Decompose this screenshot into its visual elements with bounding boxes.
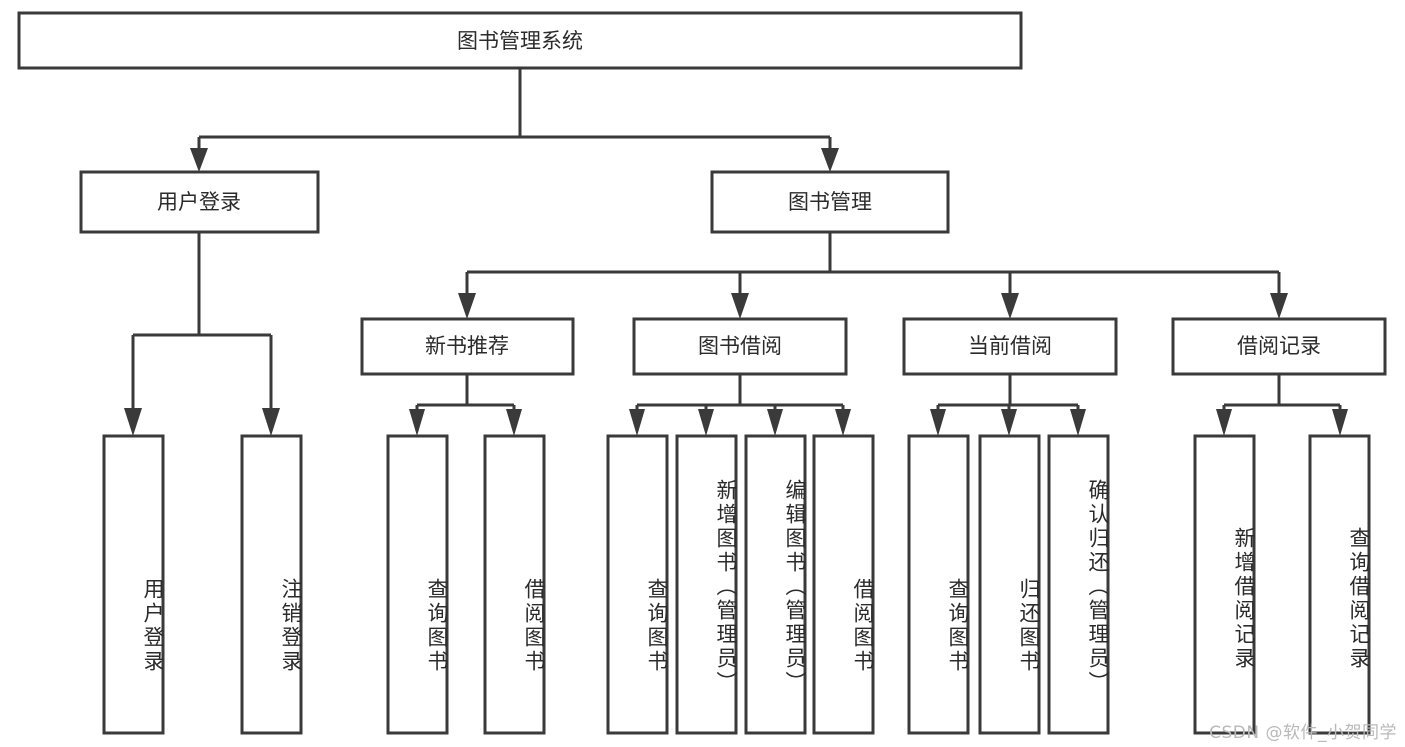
leaf-label-wrap-edit-book: 编辑图书（管理员） xyxy=(746,436,807,733)
leaf-label-wrap-query-borrow-record: 查询借阅记录 xyxy=(1310,436,1371,733)
node-box-leaf-logout-login[interactable] xyxy=(240,434,303,735)
arrow-head-icon-current-borrow xyxy=(1001,293,1019,319)
arrow-head-icon-leaf-user-login xyxy=(124,408,142,436)
node-box-borrow-record[interactable] xyxy=(1171,317,1387,376)
arrow-head-icon-leaf-query-borrow-record xyxy=(1332,409,1348,436)
node-label-leaf-add-book: 新增图书（管理员） xyxy=(714,478,738,695)
node-label-current-borrow: 当前借阅 xyxy=(968,334,1052,358)
node-box-leaf-return-book[interactable] xyxy=(978,434,1041,735)
node-label-leaf-borrow-book-1: 借阅图书 xyxy=(522,578,546,674)
arrow-head-icon-leaf-query-book-1 xyxy=(409,409,425,436)
node-box-leaf-edit-book[interactable] xyxy=(744,434,807,735)
node-label-system-root: 图书管理系统 xyxy=(457,29,583,53)
node-box-book-management[interactable] xyxy=(710,170,950,234)
leaf-label-wrap-add-book: 新增图书（管理员） xyxy=(677,436,738,733)
node-box-user-login[interactable] xyxy=(79,170,320,234)
leaf-label-wrap-add-borrow-record: 新增借阅记录 xyxy=(1195,436,1256,733)
node-box-leaf-query-book-3[interactable] xyxy=(907,434,970,735)
node-label-leaf-return-book: 归还图书 xyxy=(1017,578,1041,674)
arrow-head-icon-user-login xyxy=(190,148,208,172)
node-label-leaf-query-book-2: 查询图书 xyxy=(645,578,669,674)
arrow-head-icon-leaf-query-book-2 xyxy=(629,409,645,436)
arrow-head-icon-leaf-edit-book xyxy=(767,409,783,436)
node-box-leaf-query-book-1[interactable] xyxy=(386,434,449,735)
node-label-leaf-edit-book: 编辑图书（管理员） xyxy=(783,478,807,695)
arrow-head-icon-leaf-confirm-return xyxy=(1070,409,1086,436)
leaf-label-wrap-borrow-book-2: 借阅图书 xyxy=(814,436,875,733)
node-label-leaf-query-book-3: 查询图书 xyxy=(946,578,970,674)
node-box-current-borrow[interactable] xyxy=(902,317,1118,376)
node-box-leaf-user-login[interactable] xyxy=(102,434,165,735)
node-label-user-login: 用户登录 xyxy=(157,190,241,214)
arrow-head-icon-leaf-logout-login xyxy=(262,408,280,436)
leaf-label-wrap-user-login: 用户登录 xyxy=(104,436,165,733)
leaf-label-wrap-return-book: 归还图书 xyxy=(980,436,1041,733)
leaf-label-wrap-query-book-3: 查询图书 xyxy=(909,436,970,733)
leaf-label-wrap-query-book-2: 查询图书 xyxy=(608,436,669,733)
node-label-borrow-record: 借阅记录 xyxy=(1237,334,1321,358)
node-label-new-book-recommend: 新书推荐 xyxy=(425,334,509,358)
leaf-label-wrap-query-book-1: 查询图书 xyxy=(388,436,449,733)
leaf-label-wrap-logout-login: 注销登录 xyxy=(242,436,303,733)
node-label-leaf-user-login: 用户登录 xyxy=(141,578,165,674)
node-label-leaf-query-book-1: 查询图书 xyxy=(425,578,449,674)
node-label-book-borrow: 图书借阅 xyxy=(698,334,782,358)
node-label-book-management: 图书管理 xyxy=(788,190,872,214)
arrow-head-icon-borrow-record xyxy=(1270,293,1288,319)
arrow-head-icon-leaf-add-borrow-record xyxy=(1216,409,1232,436)
watermark-text: CSDN @软件_小贺同学 xyxy=(1209,723,1397,743)
node-box-leaf-query-borrow-record[interactable] xyxy=(1308,434,1371,735)
arrow-head-icon-leaf-add-book xyxy=(698,409,714,436)
arrow-head-icon-leaf-borrow-book-1 xyxy=(506,409,522,436)
arrow-head-icon-leaf-return-book xyxy=(1001,409,1017,436)
node-label-leaf-borrow-book-2: 借阅图书 xyxy=(851,578,875,674)
arrow-head-icon-leaf-query-book-3 xyxy=(930,409,946,436)
node-label-leaf-confirm-return: 确认归还（管理员） xyxy=(1086,478,1110,695)
node-box-system-root[interactable] xyxy=(17,11,1023,70)
node-label-leaf-logout-login: 注销登录 xyxy=(279,578,303,674)
node-label-leaf-query-borrow-record: 查询借阅记录 xyxy=(1347,526,1371,671)
node-label-leaf-add-borrow-record: 新增借阅记录 xyxy=(1232,526,1256,671)
node-box-book-borrow[interactable] xyxy=(632,317,848,376)
node-box-leaf-borrow-book-1[interactable] xyxy=(483,434,546,735)
node-box-leaf-confirm-return[interactable] xyxy=(1047,434,1110,735)
node-box-leaf-borrow-book-2[interactable] xyxy=(812,434,875,735)
node-box-new-book-recommend[interactable] xyxy=(360,317,575,376)
node-box-leaf-add-borrow-record[interactable] xyxy=(1193,434,1256,735)
leaf-label-wrap-borrow-book-1: 借阅图书 xyxy=(485,436,546,733)
arrow-head-icon-book-borrow xyxy=(731,293,749,319)
arrow-head-icon-new-book-recommend xyxy=(458,293,476,319)
node-box-leaf-add-book[interactable] xyxy=(675,434,738,735)
arrow-head-icon-leaf-borrow-book-2 xyxy=(835,409,851,436)
arrow-head-icon-book-management xyxy=(821,148,839,172)
leaf-label-wrap-confirm-return: 确认归还（管理员） xyxy=(1049,436,1110,733)
node-box-leaf-query-book-2[interactable] xyxy=(606,434,669,735)
